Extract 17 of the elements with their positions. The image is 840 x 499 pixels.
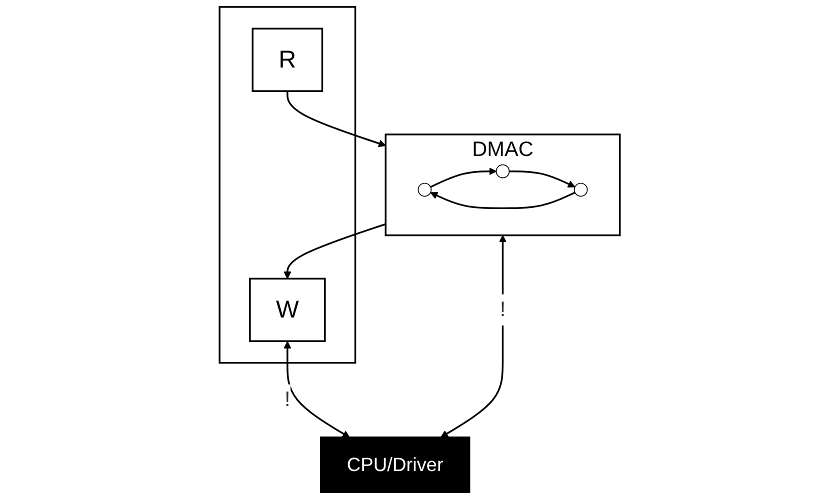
arrow bbox=[284, 341, 350, 438]
node-box: W bbox=[249, 278, 326, 342]
arrow bbox=[286, 91, 386, 148]
arrow bbox=[440, 234, 507, 438]
arrow bbox=[284, 223, 386, 280]
edge-label: ! bbox=[500, 298, 506, 322]
node-circle bbox=[574, 182, 588, 197]
node-circle bbox=[496, 164, 510, 178]
node-box: R bbox=[252, 28, 324, 92]
node-box: CPU/Driver bbox=[320, 436, 470, 493]
edge-label: ! bbox=[284, 388, 291, 412]
arrow bbox=[430, 168, 497, 188]
cluster bbox=[219, 6, 356, 364]
arrow bbox=[430, 192, 576, 210]
arrow bbox=[510, 170, 576, 188]
cluster: DMAC bbox=[385, 134, 621, 236]
node-circle bbox=[418, 182, 432, 197]
